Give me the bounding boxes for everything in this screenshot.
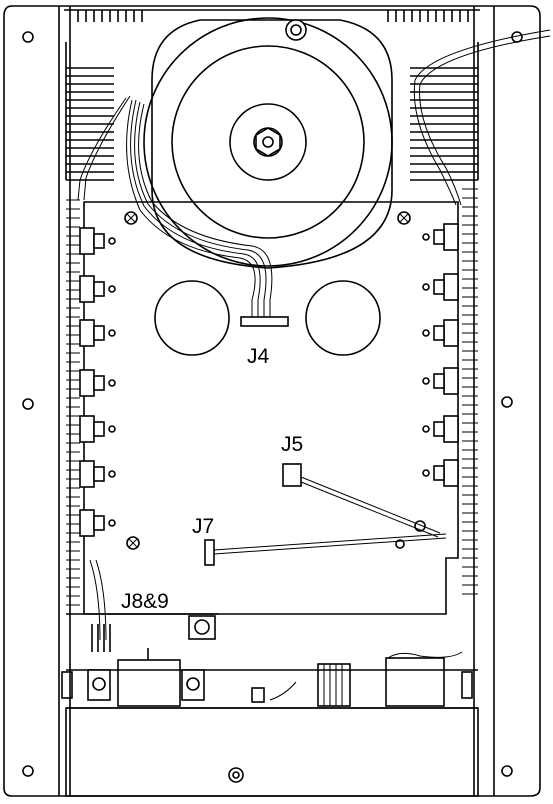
connector-j4: J4 [240,316,289,368]
capacitor-right [305,280,381,356]
heatsink-fins-top [77,10,469,22]
mounting-hole-icon [501,765,513,777]
heatsink-fins-left-top [66,67,114,181]
output-transistors-left [79,227,116,537]
transformer-wiring [77,29,551,318]
label-j5: J5 [281,433,303,456]
transistor [422,367,459,395]
mounting-hole-icon [22,31,34,43]
toroidal-transformer [143,17,393,269]
connector-j8-9: J8&9 [66,559,218,652]
lower-power-section [61,648,478,709]
transistor [79,509,116,537]
transistor [422,273,459,301]
connector-j5: J5 [281,433,441,538]
filter-capacitors [154,280,381,356]
bottom-panel [65,707,479,797]
transistor [422,459,459,487]
label-j7: J7 [192,515,214,538]
transistor [79,227,116,255]
transistor [79,415,116,443]
transistor [422,415,459,443]
label-j4: J4 [247,345,270,368]
heatsink-fins-right-top [410,67,478,181]
mounting-hole-icon [22,398,34,410]
mounting-hole-icon [501,396,513,408]
transistor [422,223,459,251]
capacitor-left [154,280,230,356]
transistor [79,319,116,347]
mounting-frame [3,5,541,797]
bottom-screw-icon [228,767,244,783]
output-transistors-right [422,223,459,487]
transformer-nut-icon [255,127,281,157]
transistor [79,369,116,397]
mounting-hole-icon [22,765,34,777]
heatsink-fins-left [66,199,80,606]
heatsink-fins-right [462,179,478,595]
transistor [79,460,116,488]
board-hole [395,539,405,549]
transformer-bolt-icon [285,19,307,41]
circuit-board [83,201,459,615]
label-j8-9: J8&9 [121,590,169,613]
transistor [79,275,116,303]
transistor [422,319,459,347]
connector-j7: J7 [192,515,447,566]
